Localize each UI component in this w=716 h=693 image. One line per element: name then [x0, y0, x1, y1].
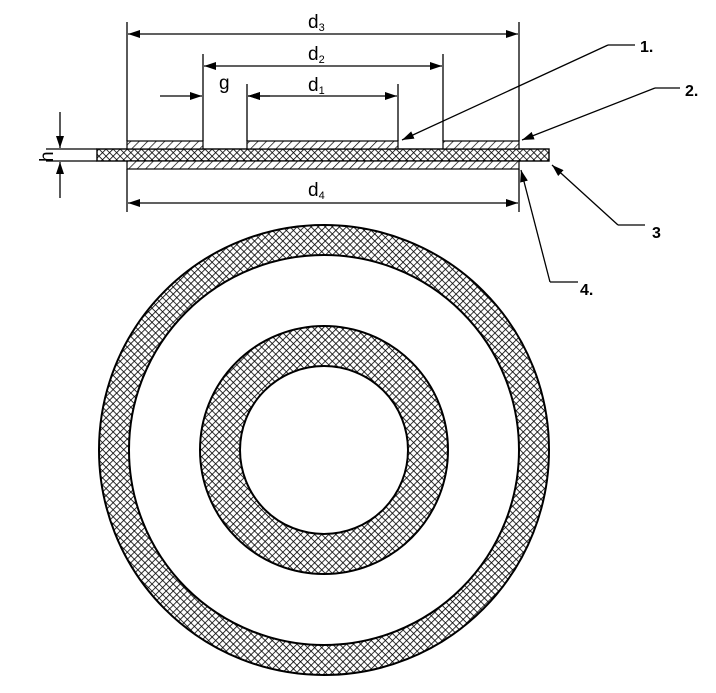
outer-guard-ring [99, 225, 549, 675]
callout-4-label: 4. [580, 282, 593, 299]
label-g: g [219, 73, 230, 94]
plan-view [98, 224, 550, 676]
callout-3-label: 3 [652, 225, 661, 242]
callout-2-leader [521, 87, 656, 141]
label-d4: d4 [308, 180, 325, 202]
guard-electrode-right [442, 140, 520, 150]
callout-2-label: 2. [685, 83, 698, 100]
measuring-electrode [246, 140, 399, 150]
cross-section [96, 140, 550, 170]
inner-measuring-ring [199, 325, 449, 575]
label-d2: d2 [308, 44, 325, 66]
substrate-layer [96, 148, 550, 162]
callout-1-leader [401, 44, 609, 141]
callout-1-label: 1. [640, 39, 653, 56]
callouts: 1. 2. 3 4. [401, 39, 698, 299]
callout-4-leader [520, 169, 551, 283]
callout-3-leader [551, 164, 619, 226]
guard-electrode-left [126, 140, 204, 150]
bottom-electrode [126, 160, 520, 170]
label-d3: d3 [308, 12, 325, 34]
label-d1: d1 [308, 75, 325, 97]
dimension-labels: d3 d2 d1 g d4 h [37, 12, 325, 202]
label-h: h [37, 151, 58, 162]
dimension-lines [46, 22, 520, 212]
